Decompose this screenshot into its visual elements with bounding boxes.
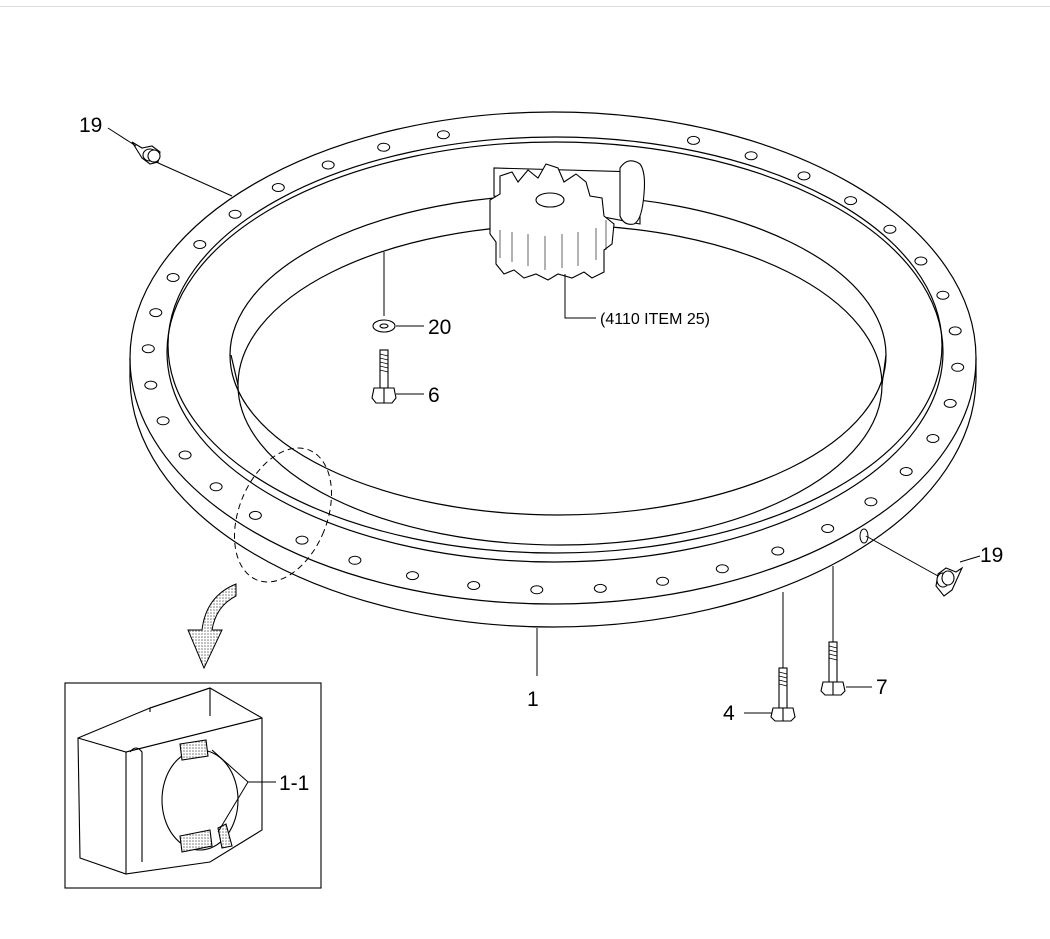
callout-19-right: 19 <box>980 544 1003 567</box>
grease-fitting-top-left <box>131 141 161 165</box>
bolt-hole <box>715 564 729 574</box>
grease-fitting-right <box>935 566 964 597</box>
bolt-hole <box>377 142 391 152</box>
bolt-hole <box>530 585 544 595</box>
bolt-hole <box>951 362 965 372</box>
bolt-hole <box>178 450 192 460</box>
grease-port <box>859 528 869 544</box>
bolt-hole <box>771 546 785 556</box>
bolt-hole <box>295 535 309 545</box>
bolt-hole <box>248 510 262 520</box>
callout-19-top: 19 <box>79 114 102 137</box>
bolt-hole <box>406 571 419 581</box>
pinion-gear <box>489 160 646 281</box>
bolt-hole <box>744 151 758 161</box>
bolt-hole <box>149 308 163 318</box>
pinion-teeth <box>489 163 615 281</box>
detail-arrow <box>187 583 237 670</box>
bolt-hole <box>348 555 362 565</box>
top-divider <box>0 6 1050 7</box>
bolt-hole <box>436 130 450 140</box>
bolt-hole <box>899 467 913 476</box>
leader-lines <box>107 127 981 833</box>
detail-inset <box>64 682 322 889</box>
bolt-hole <box>943 398 957 408</box>
callout-labels: 19 19 20 6 1 4 7 1-1 (4110 ITEM 25) <box>79 114 1003 795</box>
bolt-hole <box>144 380 158 390</box>
bolt-hole <box>844 196 858 206</box>
pinion-reference-label: (4110 ITEM 25) <box>600 311 710 328</box>
bolt-hole <box>926 434 940 443</box>
bolt-hole <box>593 583 607 593</box>
callout-1-1: 1-1 <box>279 772 309 795</box>
bolt-hole <box>228 209 242 219</box>
bolt-hole <box>467 581 481 590</box>
bolt-holes <box>141 130 965 595</box>
bolt-hole <box>948 326 962 336</box>
callout-7: 7 <box>876 676 888 699</box>
bolt-hole <box>656 576 670 586</box>
bolt-hole <box>883 224 897 234</box>
bolt-hole <box>271 183 285 192</box>
bolt-hole <box>687 135 700 145</box>
bolt-hole <box>797 171 811 181</box>
bolt-hole <box>914 256 928 266</box>
washer <box>372 319 396 333</box>
detail-callout <box>187 447 332 670</box>
callout-1: 1 <box>527 688 539 711</box>
bolt-hole <box>166 273 180 282</box>
bolt-6 <box>371 349 397 404</box>
bolt-hole <box>821 524 835 533</box>
callout-4: 4 <box>723 702 735 725</box>
bolt-4 <box>770 667 796 722</box>
bolt-hole <box>864 497 878 507</box>
callout-20: 20 <box>428 316 451 339</box>
bolt-hole <box>936 290 950 300</box>
callout-6: 6 <box>428 384 440 407</box>
bolt-hole <box>141 344 155 354</box>
bolt-hole <box>156 416 170 426</box>
bolt-7 <box>820 641 846 696</box>
bolt-hole <box>209 482 223 492</box>
bolt-hole <box>193 240 207 249</box>
bolt-hole <box>321 160 335 170</box>
